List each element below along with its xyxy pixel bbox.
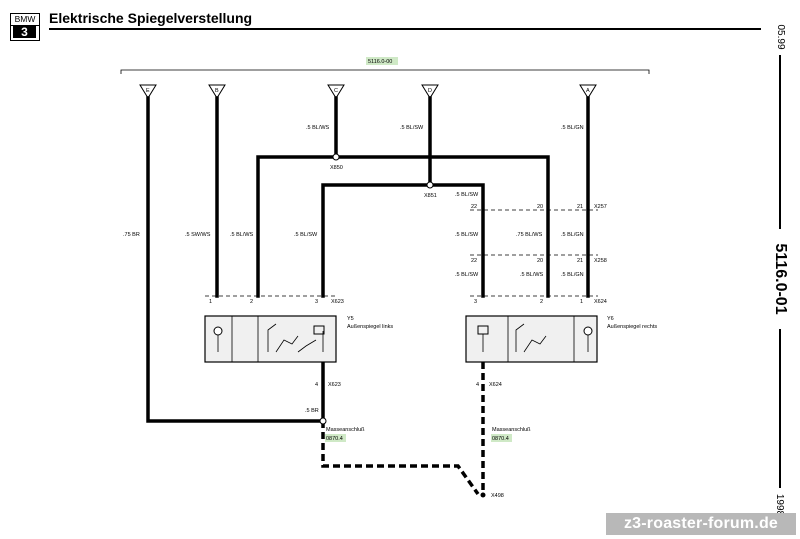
x257-pin-21: 21 xyxy=(577,204,583,210)
wire-label-d-right-top: .5 BL/SW xyxy=(455,192,479,198)
x623-id: X623 xyxy=(331,299,344,305)
y5-id: Y5 xyxy=(347,316,354,322)
component-y6: Y6 Außenspiegel rechts xyxy=(465,315,657,363)
x257-pin-20: 20 xyxy=(537,204,543,210)
wire-label-c-top: .5 BL/WS xyxy=(306,125,330,131)
wire-e xyxy=(146,96,325,423)
connector-c-label: C xyxy=(334,88,338,94)
y5-name: Außenspiegel links xyxy=(347,324,393,330)
x258-pin-21: 21 xyxy=(577,258,583,264)
connector-b-label: B xyxy=(215,88,219,94)
x623-pin-1: 1 xyxy=(209,299,212,305)
connector-d-label: D xyxy=(428,88,432,94)
x258-id: X258 xyxy=(594,258,607,264)
splice-x850 xyxy=(332,153,340,161)
wire-y5-ground-dashed xyxy=(321,421,480,496)
connector-a: A xyxy=(579,84,597,99)
y5-heater-icon xyxy=(313,325,325,335)
wire-label-ground: .5 BR xyxy=(305,408,319,414)
ground-left-ref-highlight xyxy=(325,434,346,442)
x624-id: X624 xyxy=(594,299,607,305)
wire-c-right xyxy=(334,155,550,298)
ground-point-x498 xyxy=(480,492,486,498)
y6-name: Außenspiegel rechts xyxy=(607,324,657,330)
connector-b: B xyxy=(208,84,226,99)
page-title: Elektrische Spiegelverstellung xyxy=(49,10,253,26)
wire-label-a-right-mid: .5 BL/GN xyxy=(561,232,584,238)
x623-id-bottom: X623 xyxy=(328,382,341,388)
splice-ground xyxy=(319,417,327,425)
component-y5: Y5 Außenspiegel links xyxy=(204,315,393,363)
connector-c: C xyxy=(327,84,345,99)
logo-series: 3 xyxy=(13,26,36,38)
bmw-logo: BMW 3 xyxy=(10,13,40,41)
ground-point-label: X498 xyxy=(491,493,504,499)
y5-motor-icon xyxy=(213,326,223,336)
x623-pin-2: 2 xyxy=(250,299,253,305)
wire-label-d-top: .5 BL/SW xyxy=(400,125,424,131)
ground-right-ref-highlight xyxy=(491,434,512,442)
x624-pin-2: 2 xyxy=(540,299,543,305)
bus-ref: 5116.0-00 xyxy=(368,59,392,65)
ground-right-ref: 0870.4 xyxy=(492,436,509,442)
connector-d: D xyxy=(421,84,439,99)
logo-brand: BMW xyxy=(11,14,39,26)
y6-motor-icon xyxy=(583,326,593,336)
wire-label-c-right-low: .5 BL/WS xyxy=(520,272,544,278)
x258-pin-20: 20 xyxy=(537,258,543,264)
x623-pin-4: 4 xyxy=(315,382,318,388)
bus-ref-highlight xyxy=(366,57,398,65)
ground-right-label: Masseanschluß xyxy=(492,427,531,433)
wire-d-right xyxy=(428,183,485,298)
wire-label-c-right-mid: .75 BL/WS xyxy=(516,232,543,238)
connector-e-label: E xyxy=(146,88,150,94)
wire-label-d-right-mid: .5 BL/SW xyxy=(455,232,479,238)
ground-left-label: Masseanschluß xyxy=(326,427,365,433)
x624-id-bottom: X624 xyxy=(489,382,502,388)
x624-pin-4: 4 xyxy=(476,382,479,388)
splice-x851 xyxy=(426,181,434,189)
x258-pin-22: 22 xyxy=(471,258,477,264)
x257-pin-22: 22 xyxy=(471,204,477,210)
x624-pin-1: 1 xyxy=(580,299,583,305)
y6-switch-icon xyxy=(515,323,547,353)
connector-a-label: A xyxy=(586,88,590,94)
bus-brace xyxy=(120,69,650,74)
connector-e: E xyxy=(139,84,157,99)
wire-label-a-top: .5 BL/GN xyxy=(561,125,584,131)
x257-id: X257 xyxy=(594,204,607,210)
wire-label-a-right-low: .5 BL/GN xyxy=(561,272,584,278)
wire-label-d-left: .5 BL/SW xyxy=(294,232,318,238)
ground-left-ref: 0870.4 xyxy=(326,436,343,442)
wire-label-d-right-low: .5 BL/SW xyxy=(455,272,479,278)
watermark: z3-roaster-forum.de xyxy=(606,513,796,535)
wire-label-c-left: .5 BL/WS xyxy=(230,232,254,238)
x624-pin-3: 3 xyxy=(474,299,477,305)
wire-d-left xyxy=(321,96,432,298)
splice-label-x851: X851 xyxy=(424,193,437,199)
wire-label-e: .75 BR xyxy=(123,232,140,238)
x623-pin-3: 3 xyxy=(315,299,318,305)
title-rule xyxy=(49,28,761,30)
wire-c-left xyxy=(256,96,338,298)
y6-id: Y6 xyxy=(607,316,614,322)
splice-label-x850: X850 xyxy=(330,165,343,171)
wire-label-b: .5 SW/WS xyxy=(185,232,211,238)
y5-switch-icon xyxy=(267,323,317,353)
